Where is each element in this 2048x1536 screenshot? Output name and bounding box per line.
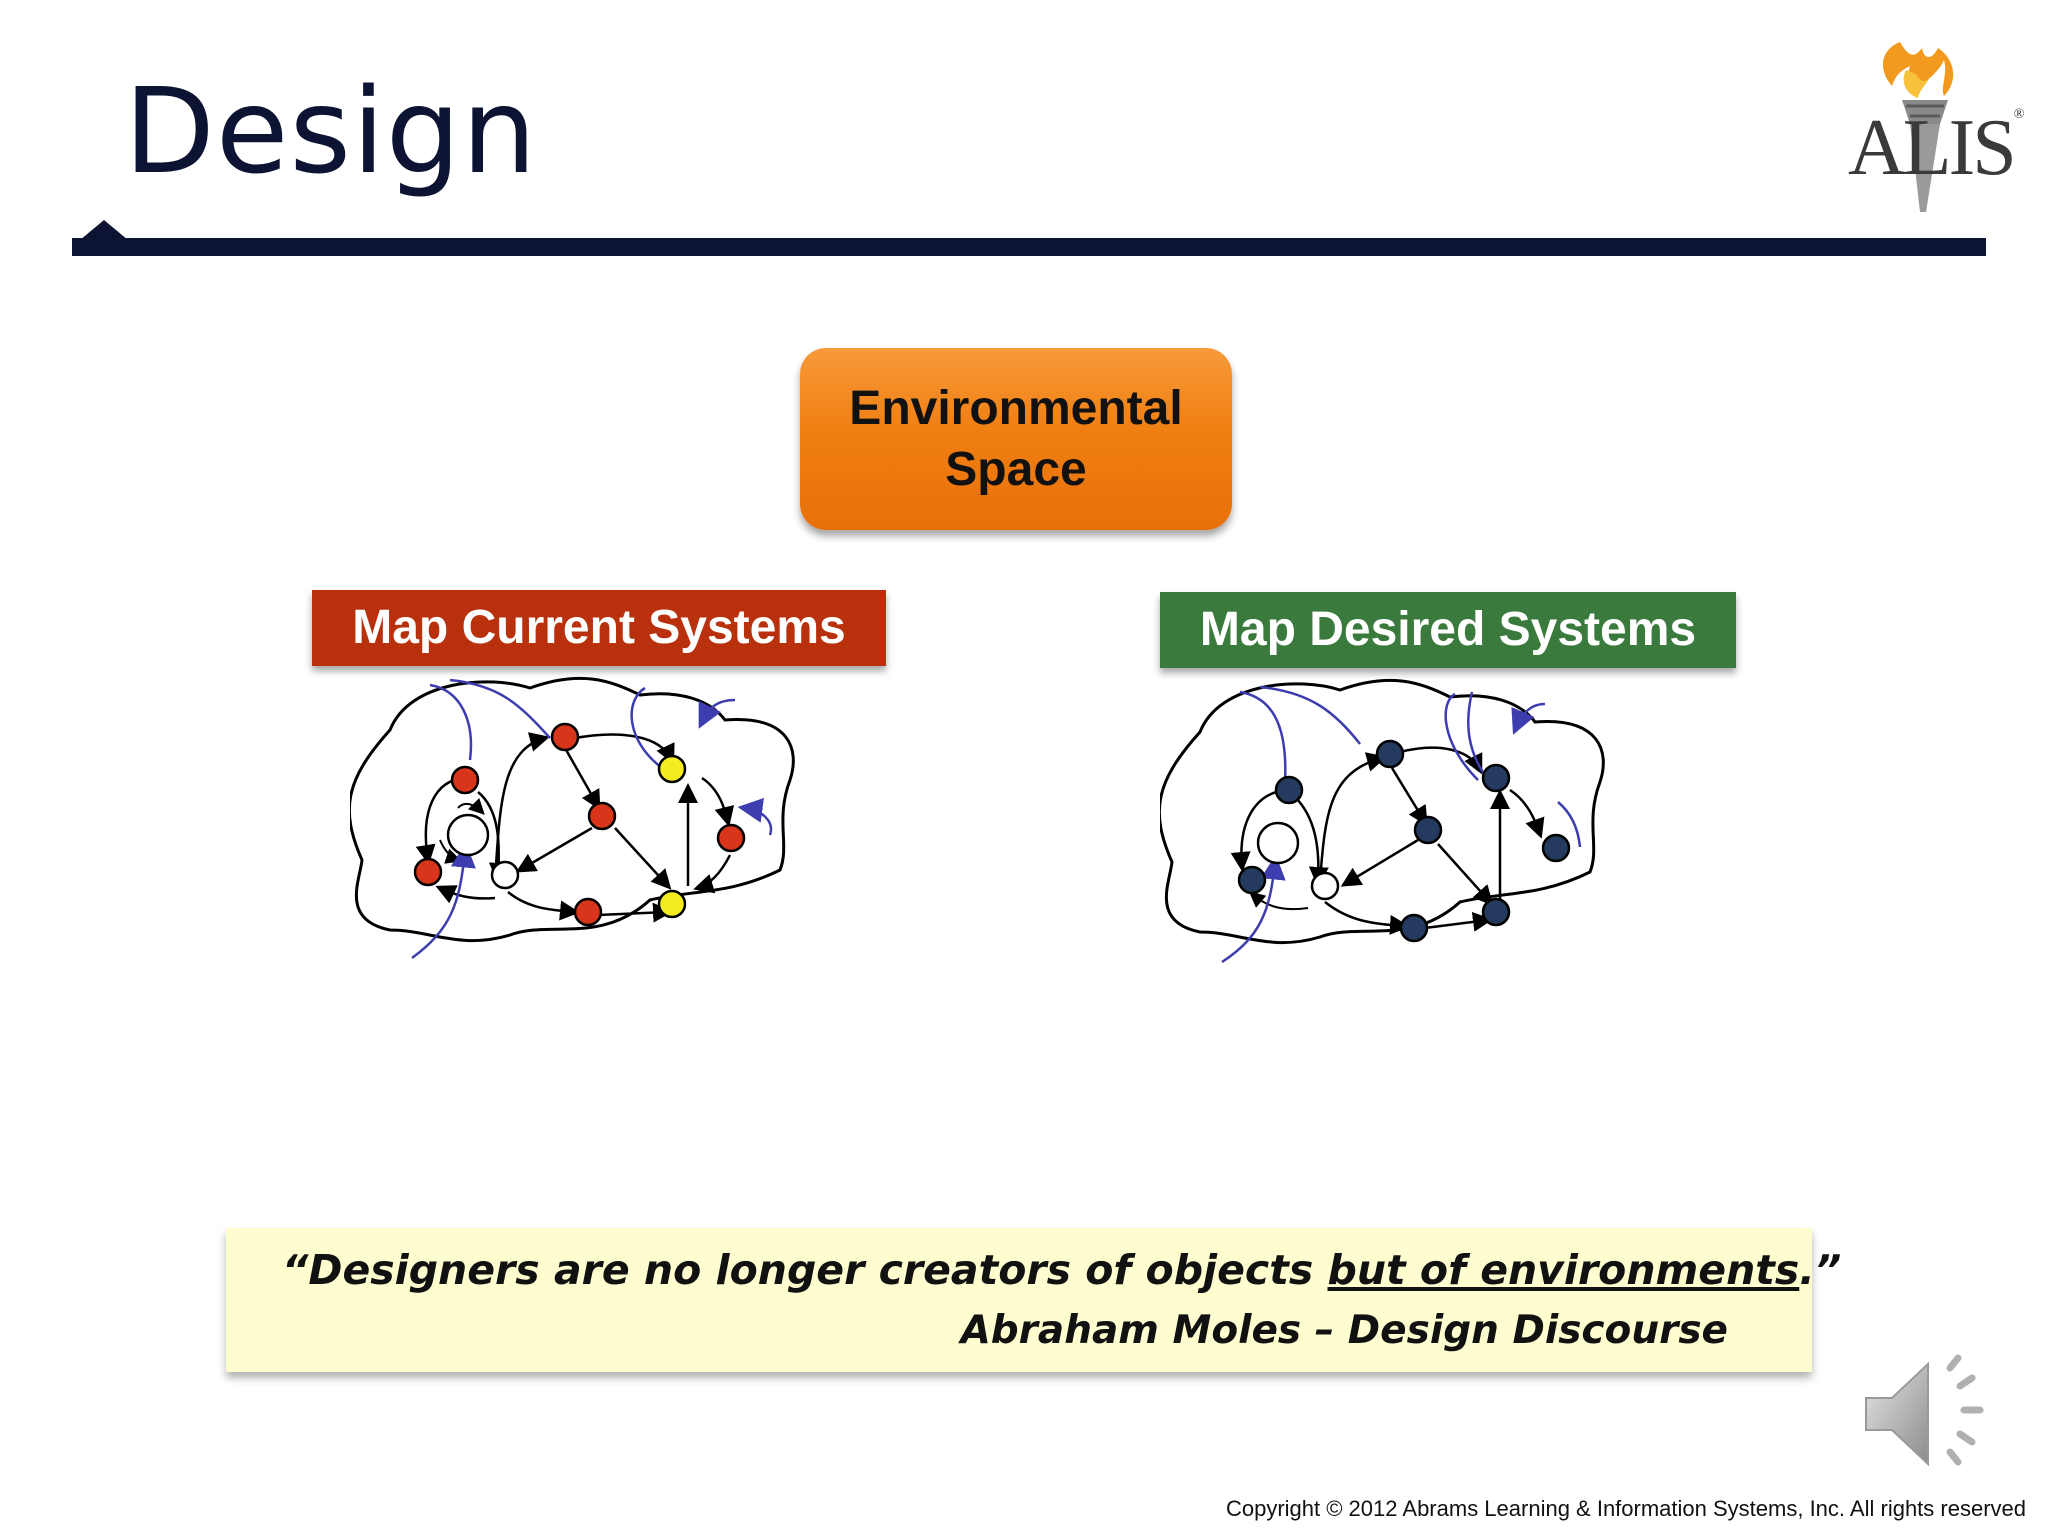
quote-text: “Designers are no longer creators of obj…: [282, 1246, 1842, 1294]
environmental-space-box: Environmental Space: [800, 348, 1232, 530]
environment-boundary: [1160, 678, 1605, 945]
title-rule: [72, 238, 1986, 256]
desired-systems-network-diagram: [1160, 678, 1605, 964]
title-rule-notch: [80, 220, 128, 240]
quote-box: “Designers are no longer creators of obj…: [226, 1228, 1841, 1372]
torch-icon: [1882, 42, 1954, 212]
environmental-space-line2: Space: [945, 443, 1087, 496]
environmental-space-line1: Environmental: [849, 382, 1183, 435]
copyright-notice: Copyright © 2012 Abrams Learning & Infor…: [1225, 1496, 2026, 1521]
quote-emphasis: but of environments: [1327, 1246, 1800, 1294]
map-current-systems-label: Map Current Systems: [312, 590, 886, 666]
quote-attribution: Abraham Moles – Design Discourse: [960, 1308, 1728, 1353]
slide-title: Design: [124, 62, 538, 200]
environment-boundary: [350, 676, 795, 943]
logo-text: ALIS®: [1848, 104, 2025, 192]
map-desired-systems-label: Map Desired Systems: [1160, 592, 1736, 668]
speaker-icon[interactable]: [1858, 1346, 1998, 1476]
current-systems-network-diagram: [350, 676, 795, 960]
